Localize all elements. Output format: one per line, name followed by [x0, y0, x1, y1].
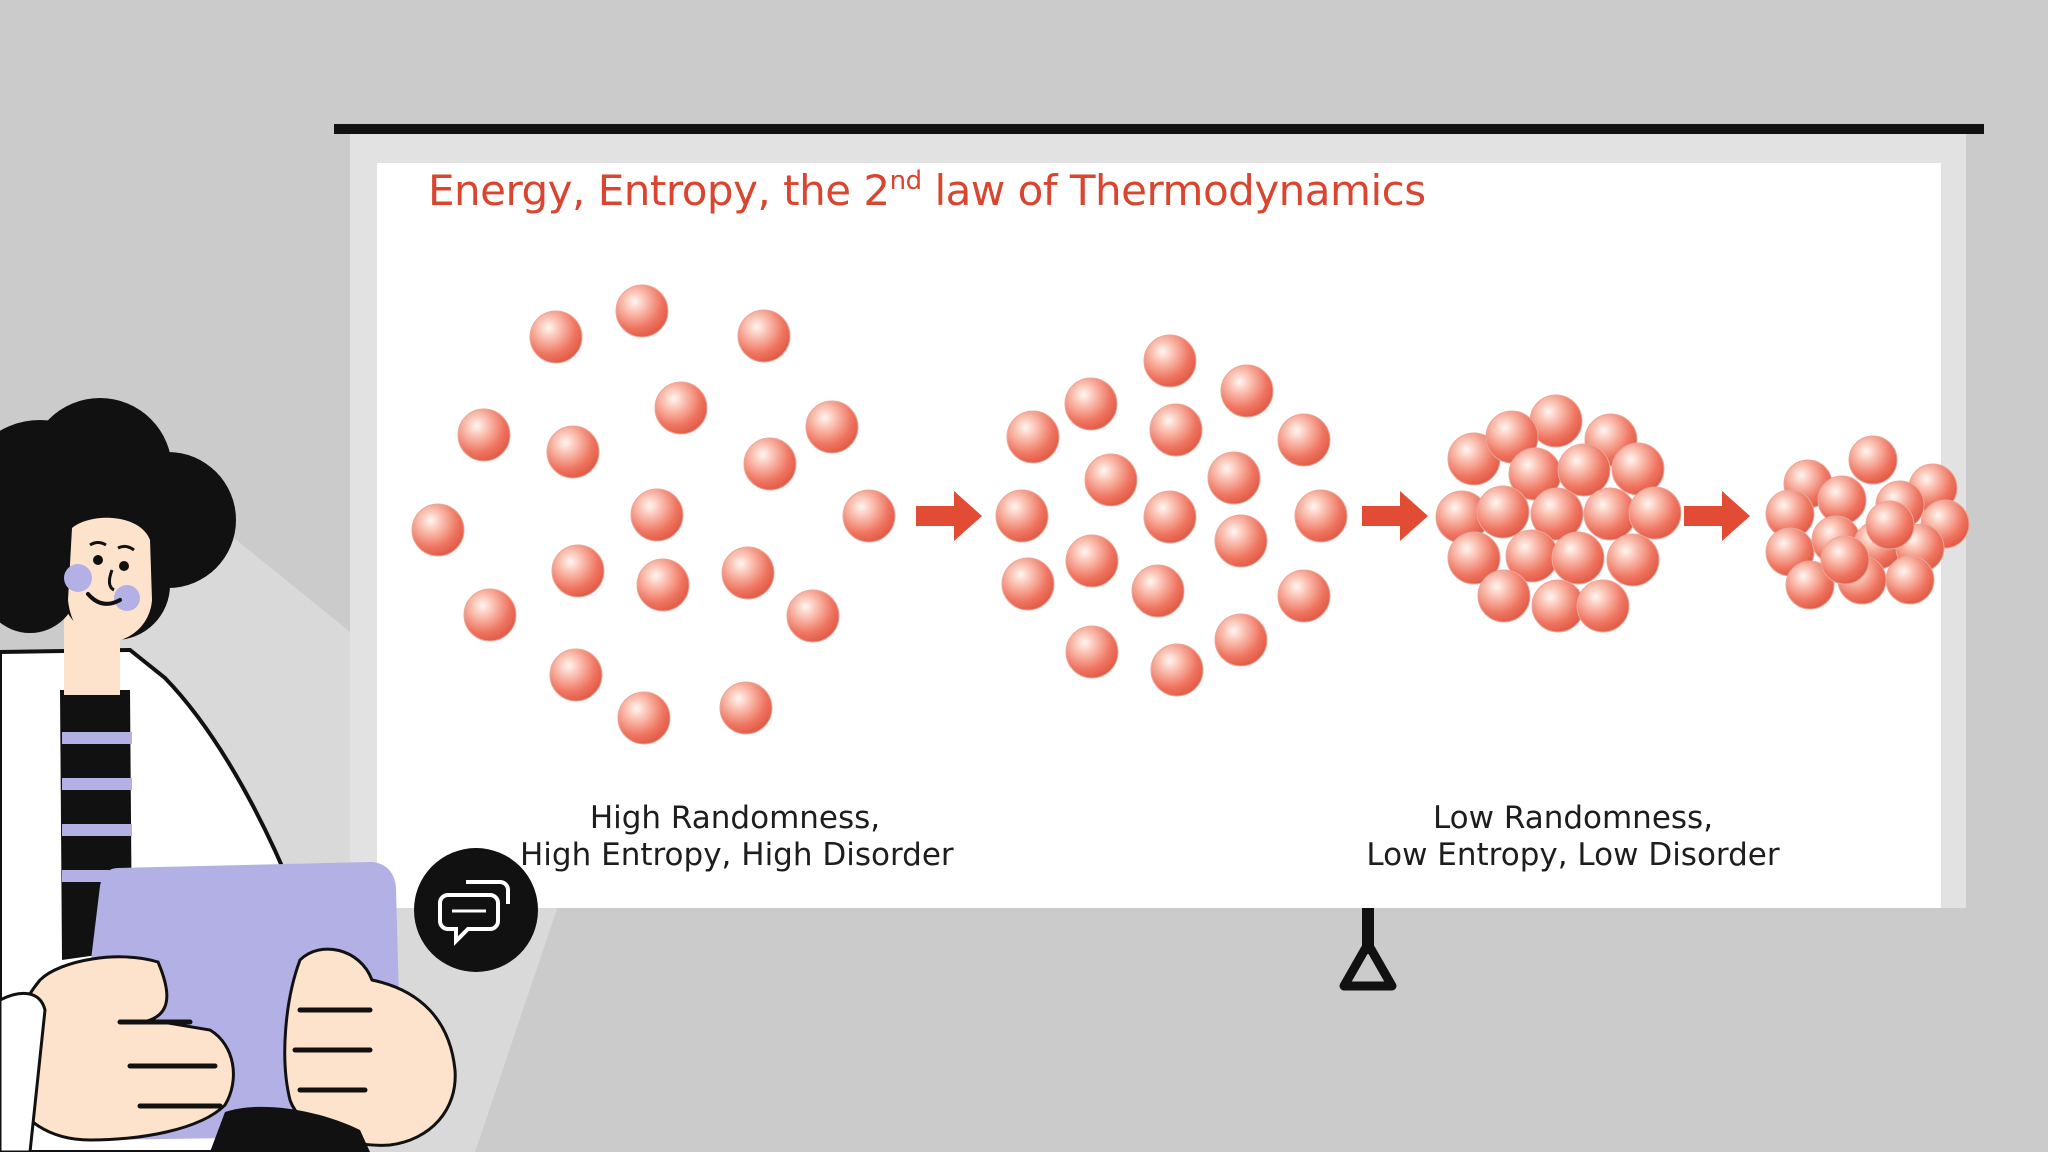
title-superscript: nd	[889, 166, 922, 196]
cheek-right	[114, 585, 140, 611]
particle	[1294, 489, 1348, 543]
particle	[1447, 531, 1501, 585]
particle	[546, 425, 600, 479]
eye-left	[93, 555, 103, 565]
particle	[1150, 643, 1204, 697]
particle	[805, 400, 859, 454]
particle	[1207, 451, 1261, 505]
light-beam	[90, 470, 560, 1152]
particle	[1277, 569, 1331, 623]
particle	[654, 381, 708, 435]
caption-low-entropy: Low Randomness, Low Entropy, Low Disorde…	[1353, 800, 1793, 874]
particle	[995, 489, 1049, 543]
particle	[721, 546, 775, 600]
hand-right	[283, 947, 457, 1147]
particle	[1865, 500, 1915, 550]
caption-line: High Randomness,	[589, 800, 881, 836]
particle	[636, 558, 690, 612]
particle	[1576, 579, 1630, 633]
caption-line: Low Randomness,	[1432, 800, 1714, 836]
title-rest: law of Thermodynamics	[921, 166, 1426, 215]
particle-group-medium-entropy	[995, 334, 1348, 697]
particle-group-minimum-entropy	[1765, 435, 1970, 610]
particle	[1143, 490, 1197, 544]
particle	[630, 488, 684, 542]
particle	[1531, 579, 1585, 633]
particle	[1477, 569, 1531, 623]
title-main: Energy, Entropy, the 2	[428, 166, 890, 215]
particle-group-high-entropy	[411, 284, 896, 745]
particle	[786, 589, 840, 643]
particle	[1820, 535, 1870, 585]
arrow-icon	[916, 491, 982, 541]
particle	[457, 408, 511, 462]
particle	[1065, 534, 1119, 588]
caption-line: High Entropy, High Disorder	[520, 837, 954, 873]
process-arrows	[916, 491, 1750, 541]
particle	[1214, 514, 1268, 568]
chat-bubble-icon	[438, 880, 510, 946]
particle	[1557, 443, 1611, 497]
particle	[1149, 403, 1203, 457]
particle	[551, 544, 605, 598]
screen-stand-tripod	[1339, 939, 1397, 991]
eye-right	[119, 561, 129, 571]
particle	[719, 681, 773, 735]
particle	[1084, 453, 1138, 507]
cheek-left	[64, 564, 92, 592]
particle	[737, 309, 791, 363]
arrow-icon	[1362, 491, 1428, 541]
particle-group-low-entropy	[1435, 394, 1682, 633]
particle	[615, 284, 669, 338]
particle	[743, 437, 797, 491]
particle	[1848, 435, 1898, 485]
particle	[1001, 557, 1055, 611]
slide-title: Energy, Entropy, the 2nd law of Thermody…	[428, 168, 1426, 212]
particle	[1214, 613, 1268, 667]
particle	[842, 489, 896, 543]
caption-high-entropy: High Randomness, High Entropy, High Diso…	[520, 800, 954, 874]
particle	[1583, 487, 1637, 541]
particle	[411, 503, 465, 557]
particle	[1220, 364, 1274, 418]
particle	[1476, 485, 1530, 539]
particle	[549, 648, 603, 702]
smile	[86, 592, 122, 606]
particle	[1606, 533, 1660, 587]
particle	[1530, 487, 1584, 541]
particle	[1885, 555, 1935, 605]
particle	[617, 691, 671, 745]
particle	[463, 588, 517, 642]
particle	[1064, 377, 1118, 431]
particle	[1277, 413, 1331, 467]
arrow-icon	[1684, 491, 1750, 541]
particle	[1006, 410, 1060, 464]
particle	[1143, 334, 1197, 388]
particle	[529, 310, 583, 364]
caption-line: Low Entropy, Low Disorder	[1366, 837, 1780, 873]
particle	[1628, 486, 1682, 540]
particle	[1131, 564, 1185, 618]
particle	[1065, 625, 1119, 679]
screen-top-bar	[334, 124, 1984, 134]
particle	[1551, 531, 1605, 585]
presenter-illustration	[0, 398, 538, 1152]
particle	[1785, 560, 1835, 610]
